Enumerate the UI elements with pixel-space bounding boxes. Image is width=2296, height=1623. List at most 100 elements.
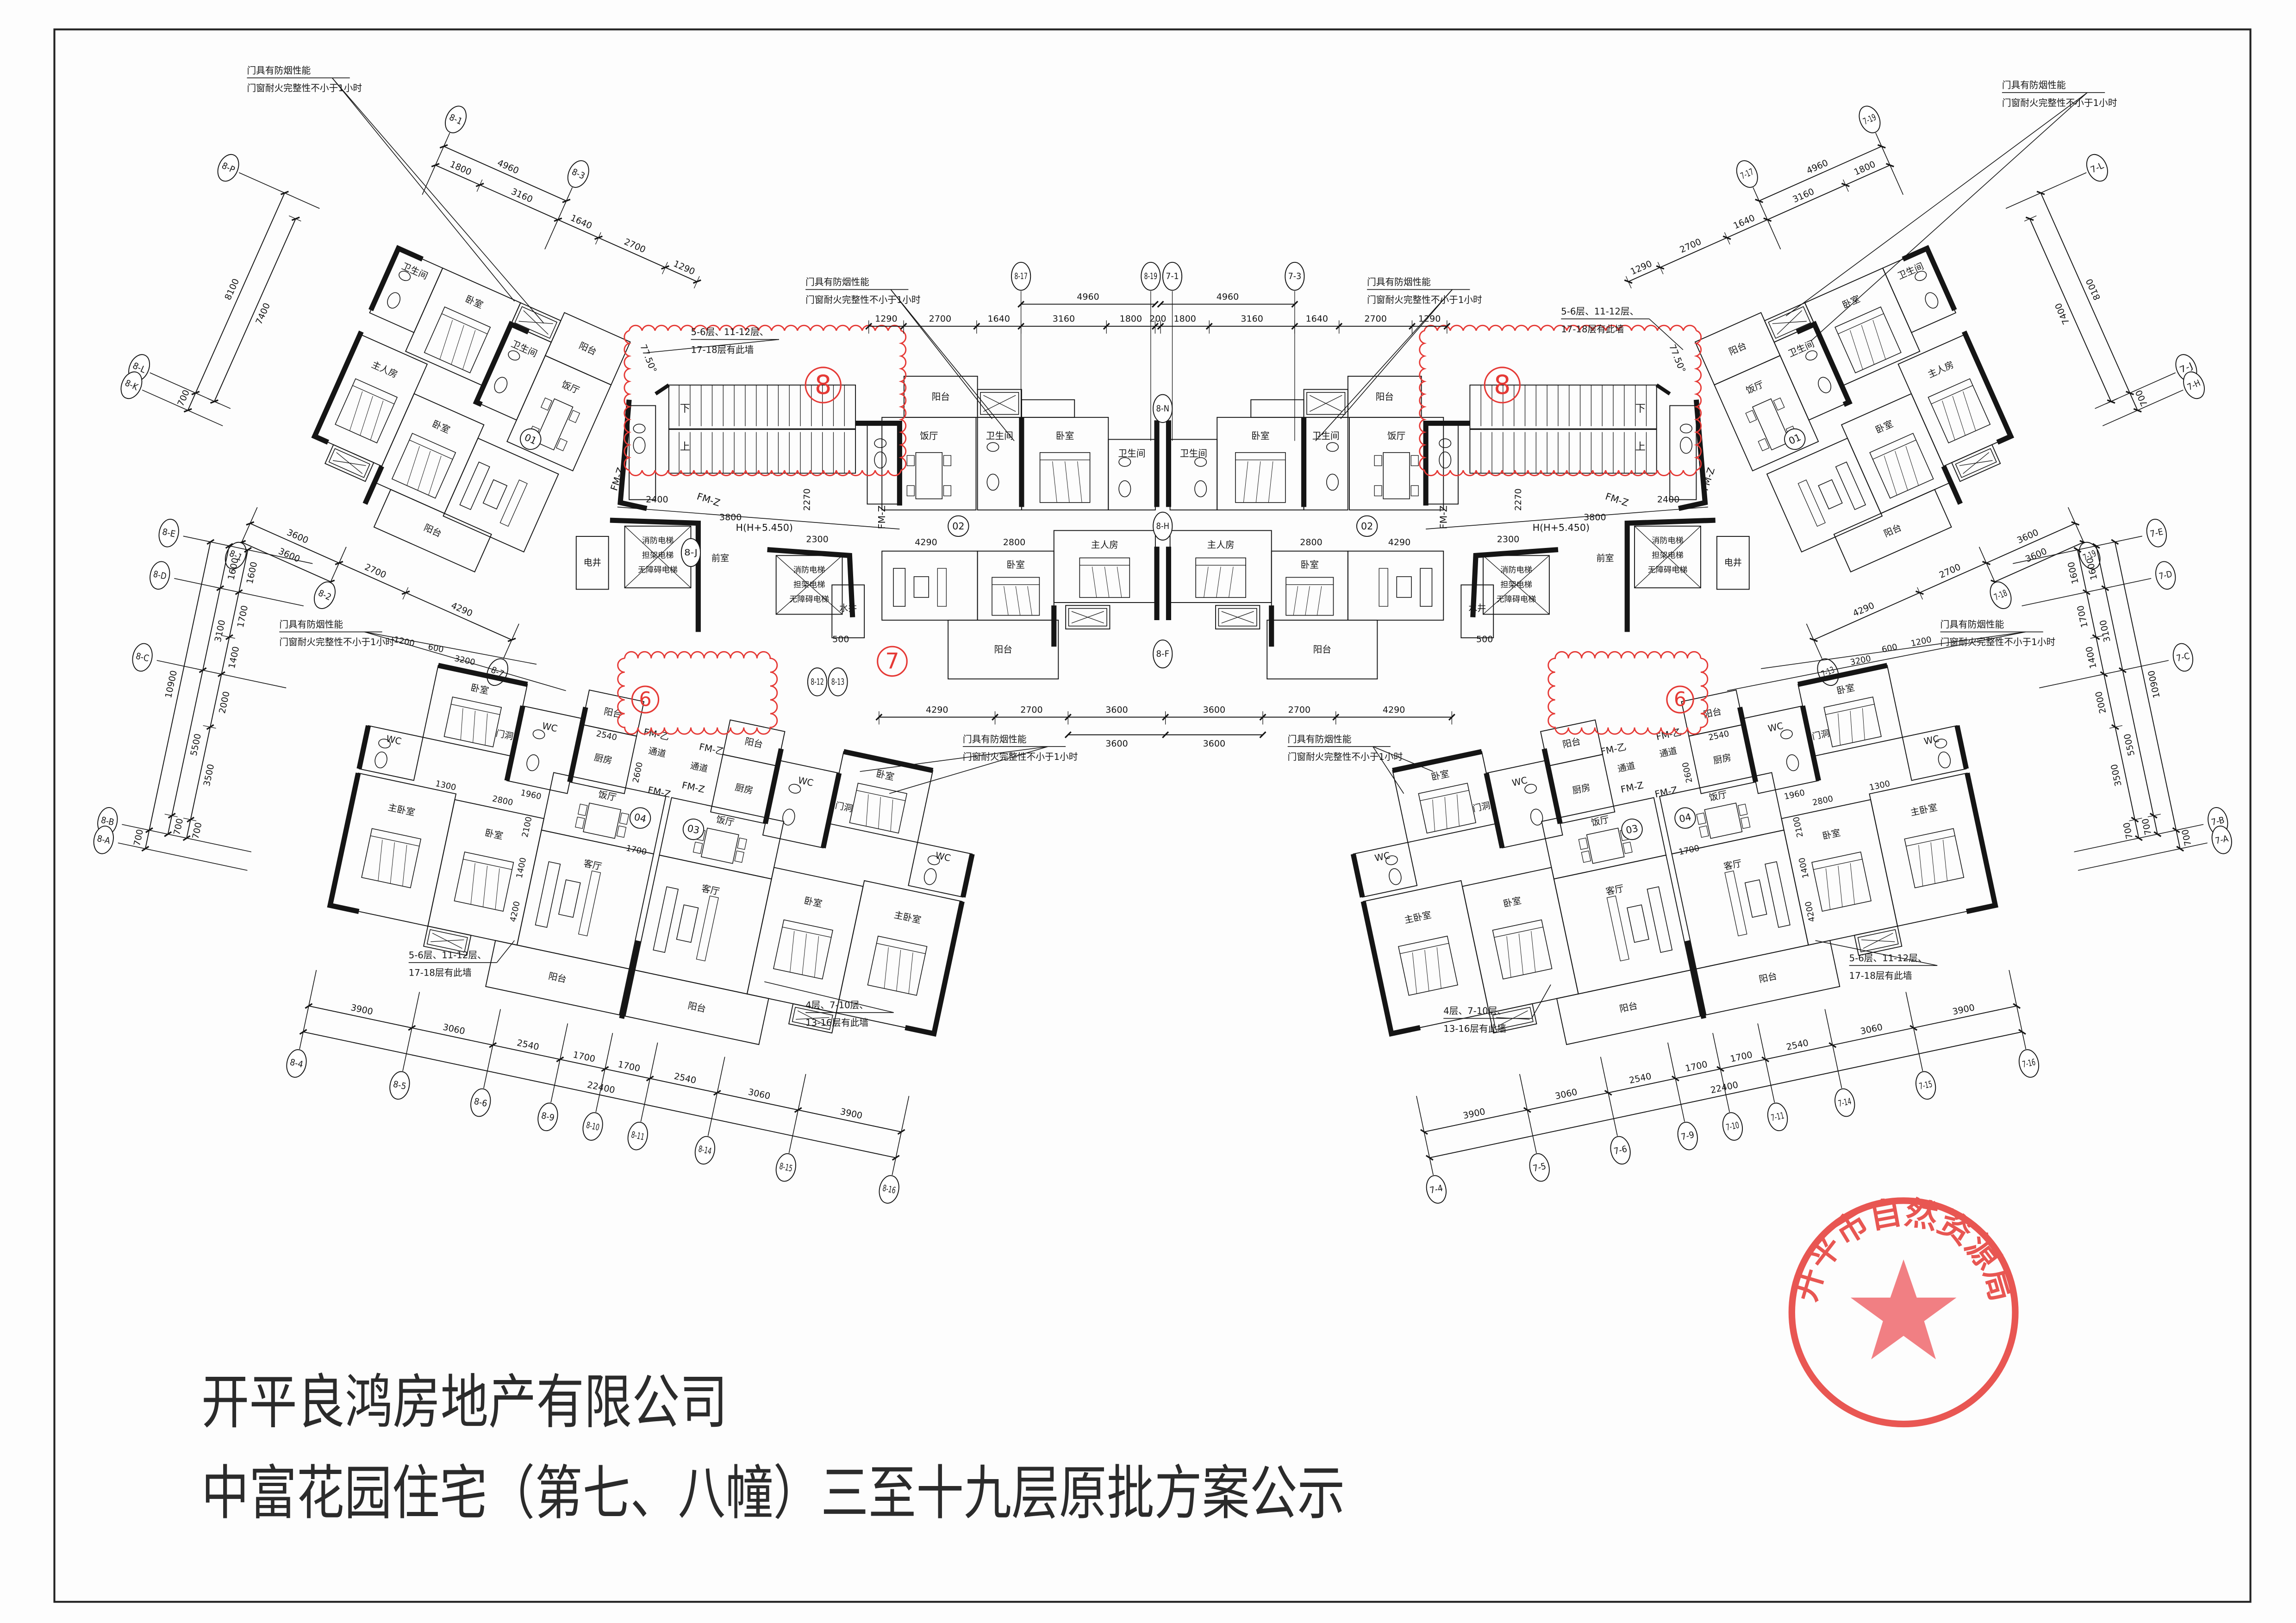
axis-bubble	[1915, 1071, 1936, 1100]
bed-icon	[402, 845, 407, 886]
coffee-table-icon	[558, 879, 581, 918]
dimension-label: 1700	[1729, 1050, 1753, 1064]
axis-bubble	[1153, 639, 1173, 669]
room-label: 客厅	[1605, 883, 1625, 897]
basin-icon	[1780, 729, 1793, 740]
dimension-label: 1640	[569, 213, 593, 231]
bed-icon	[1398, 935, 1458, 996]
axis-label: 8-16	[881, 1183, 897, 1195]
dimension-label: 1290	[875, 314, 897, 324]
bed-icon	[409, 440, 453, 460]
axis-line	[2009, 970, 2027, 1050]
wall-note: 5-6层、11-12层、	[409, 950, 487, 961]
axis-label: 8-19	[1144, 271, 1158, 281]
leader-line	[332, 77, 515, 302]
leader-line	[1340, 289, 1453, 419]
axis-line	[1824, 1009, 1842, 1088]
unit-number-badge	[1621, 818, 1643, 840]
bed-icon	[1457, 794, 1460, 827]
dimension-label: 700	[175, 388, 192, 408]
dimension-label: 10900	[2146, 670, 2162, 699]
dimension-label: 8100	[223, 277, 241, 302]
wall	[1678, 399, 1708, 511]
axis-label: 8-F	[1156, 649, 1169, 659]
room-label: 水井	[1468, 603, 1486, 614]
ac-unit-icon	[1071, 611, 1104, 624]
bed-icon	[378, 839, 383, 881]
wall	[1392, 749, 1483, 773]
dimension-label: 4960	[1217, 292, 1239, 302]
dimension-label: 2600	[1681, 761, 1695, 784]
room-label: 卧室	[464, 293, 485, 311]
bed-icon	[1104, 566, 1110, 598]
chair-icon	[1622, 841, 1633, 854]
bed-icon	[1412, 952, 1417, 994]
toilet-icon	[1818, 377, 1832, 393]
seal-ring	[1788, 1197, 2019, 1428]
room	[485, 940, 630, 1016]
bed-icon	[428, 455, 442, 496]
room	[506, 355, 612, 472]
axis-bubble	[1141, 261, 1161, 291]
room-label: 卫生间	[1786, 338, 1816, 359]
room-label: 卫生间	[1180, 448, 1207, 459]
wall	[1737, 707, 1759, 783]
dimension-label: 2800	[1003, 537, 1025, 547]
leader-line	[1815, 940, 1938, 966]
elevator-cross	[624, 526, 691, 588]
ac-unit-icon	[514, 306, 558, 339]
bed-icon	[1255, 461, 1261, 503]
wall-note: 13-16层有此墙	[1443, 1023, 1506, 1034]
room	[948, 620, 1059, 680]
leader-line	[1785, 92, 2088, 317]
electric-shaft	[575, 536, 609, 590]
axis-bubble	[1162, 261, 1183, 291]
leader-line	[364, 631, 566, 691]
basin-icon	[508, 350, 520, 361]
toilet-icon	[526, 754, 539, 771]
core-left: 下上FM-ZFM-ZFM-ZH(H+5.450)2400380023002270…	[575, 343, 902, 696]
elevator-label: 担架电梯	[1652, 551, 1684, 560]
room-label: 饭厅	[560, 379, 581, 396]
axis-label: 8-H	[1156, 521, 1169, 531]
chair-icon	[1374, 485, 1382, 497]
dimension-line	[2029, 218, 2112, 402]
dimension-label: 4290	[1383, 705, 1405, 715]
elevator-label: 消防电梯	[642, 536, 674, 546]
room	[1869, 772, 1996, 927]
bed-icon	[454, 852, 514, 912]
wall	[1360, 901, 1421, 1037]
unit-number: 04	[633, 811, 648, 825]
axis-line	[1416, 1096, 1434, 1175]
bed-icon	[1850, 330, 1863, 370]
bed-icon	[1838, 313, 1884, 335]
official-seal: 开平市自然资源局	[1786, 1194, 2021, 1428]
axis-bubble	[1859, 106, 1881, 133]
toilet-icon	[1389, 868, 1402, 885]
room-label: 卧室	[1502, 895, 1522, 909]
room-label: 通道	[689, 761, 709, 774]
axis-line	[156, 660, 287, 689]
room-label: 卧室	[1841, 293, 1861, 311]
room	[1833, 489, 1952, 573]
revisions-left: 86	[617, 324, 907, 735]
seal-star-icon	[1850, 1259, 1957, 1360]
axis-label: 8-B	[100, 815, 115, 827]
door-code: FM-Z	[681, 779, 706, 795]
axis-line	[707, 1057, 725, 1136]
unit-number-badge	[520, 428, 542, 450]
wall-note: 5-6层、11-12层、	[1849, 953, 1927, 964]
wall	[905, 901, 965, 1037]
leader-line	[764, 981, 894, 1013]
dimension-label: 2600	[631, 761, 645, 784]
room-label: 门洞	[495, 728, 514, 742]
unit-number: 03	[1625, 823, 1639, 836]
dining-table-icon	[700, 827, 739, 864]
dimension-label: 1200	[393, 635, 416, 649]
bed-icon	[1420, 790, 1469, 801]
bed-icon	[849, 783, 908, 834]
bed-icon	[1834, 306, 1902, 373]
room-label: 客厅	[583, 858, 603, 872]
axis-bubble	[314, 581, 336, 609]
axis-bubble	[93, 825, 114, 854]
